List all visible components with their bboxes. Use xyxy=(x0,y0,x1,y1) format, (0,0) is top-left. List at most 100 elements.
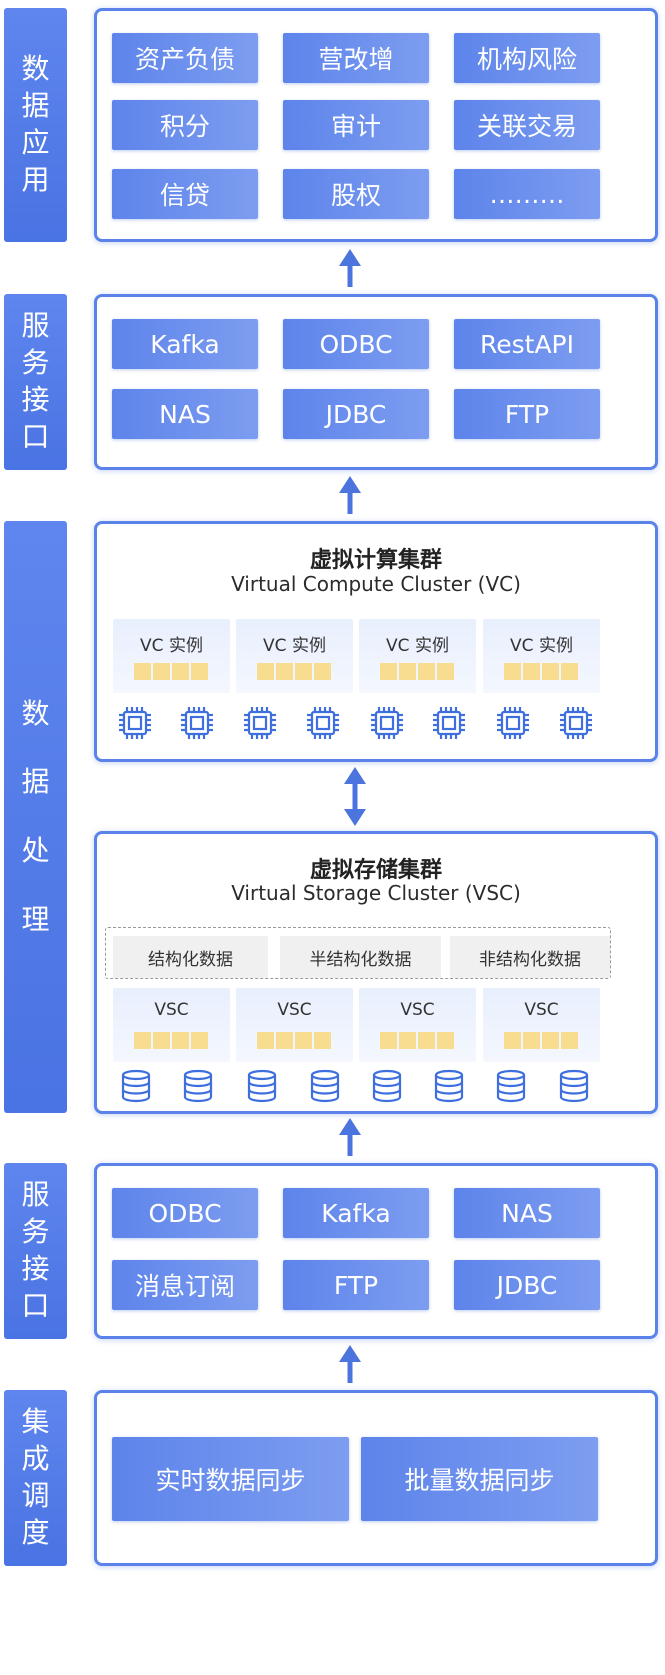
label-char: 集 xyxy=(21,1405,50,1439)
label-char: 口 xyxy=(21,1288,50,1322)
database-icon xyxy=(372,1069,402,1103)
vsc-instance: VSC xyxy=(359,988,476,1062)
app-item[interactable]: 资产负债 xyxy=(112,33,258,83)
resource-block xyxy=(295,1032,312,1049)
arrow-up-icon xyxy=(339,1345,361,1383)
app-item[interactable]: 关联交易 xyxy=(454,100,600,150)
sync-item[interactable]: 实时数据同步 xyxy=(112,1437,349,1521)
service-item[interactable]: NAS xyxy=(454,1188,600,1238)
service-item[interactable]: 消息订阅 xyxy=(112,1260,258,1310)
vc-instance: VC 实例 xyxy=(113,619,230,693)
label-char: 服 xyxy=(21,309,50,343)
vc-instance-label: VC 实例 xyxy=(386,636,449,656)
label-char: 度 xyxy=(21,1515,50,1549)
cpu-chip-icon xyxy=(307,707,339,739)
service-item[interactable]: Kafka xyxy=(112,319,258,369)
service-item[interactable]: ODBC xyxy=(112,1188,258,1238)
resource-block xyxy=(191,663,208,680)
cpu-chip-icon xyxy=(497,707,529,739)
layer-label-processing: 数 据 处 理 xyxy=(4,521,67,1113)
resource-block xyxy=(257,1032,274,1049)
sync-item[interactable]: 批量数据同步 xyxy=(361,1437,598,1521)
data-type-item: 结构化数据 xyxy=(113,936,268,978)
app-item[interactable]: 营改增 xyxy=(283,33,429,83)
resource-block xyxy=(399,663,416,680)
cpu-chip-icon xyxy=(371,707,403,739)
label-char: 接 xyxy=(21,1252,50,1285)
data-type-item: 半结构化数据 xyxy=(280,936,441,978)
app-item[interactable]: ……… xyxy=(454,169,600,219)
resource-block xyxy=(399,1032,416,1049)
database-icon xyxy=(247,1069,277,1103)
layer-label-scheduling: 集 成 调 度 xyxy=(4,1390,67,1566)
label-char: 调 xyxy=(21,1479,50,1512)
label-char: 务 xyxy=(21,1215,50,1249)
resource-block xyxy=(172,1032,189,1049)
vc-title-en: Virtual Compute Cluster (VC) xyxy=(231,572,521,596)
app-item[interactable]: 股权 xyxy=(283,169,429,219)
label-char: 接 xyxy=(21,383,50,416)
service-item[interactable]: RestAPI xyxy=(454,319,600,369)
arrow-up-icon xyxy=(339,249,361,287)
database-icon xyxy=(496,1069,526,1103)
service-item[interactable]: FTP xyxy=(454,389,600,439)
resource-block xyxy=(418,663,435,680)
app-item[interactable]: 机构风险 xyxy=(454,33,600,83)
service-item[interactable]: Kafka xyxy=(283,1188,429,1238)
resource-block xyxy=(295,663,312,680)
label-char: 据 xyxy=(21,765,50,799)
resource-block xyxy=(523,663,540,680)
cpu-chip-icon xyxy=(244,707,276,739)
resource-block xyxy=(314,1032,331,1049)
app-item[interactable]: 审计 xyxy=(283,100,429,150)
vc-panel: 虚拟计算集群 Virtual Compute Cluster (VC) VC 实… xyxy=(94,521,658,762)
vsc-instance: VSC xyxy=(113,988,230,1062)
vc-instance-label: VC 实例 xyxy=(140,636,203,656)
vc-instance-label: VC 实例 xyxy=(263,636,326,656)
label-char: 服 xyxy=(21,1178,50,1212)
layer-label-service-bottom: 服 务 接 口 xyxy=(4,1163,67,1339)
vsc-title-zh: 虚拟存储集群 xyxy=(309,858,442,883)
service-item[interactable]: ODBC xyxy=(283,319,429,369)
layer-label-data-app: 数 据 应 用 xyxy=(4,8,67,242)
service-item[interactable]: JDBC xyxy=(454,1260,600,1310)
data-app-panel: 资产负债 营改增 机构风险 积分 审计 关联交易 信贷 股权 ……… xyxy=(94,8,658,242)
label-char: 口 xyxy=(21,419,50,453)
resource-block xyxy=(276,1032,293,1049)
database-icon xyxy=(183,1069,213,1103)
resource-block xyxy=(153,1032,170,1049)
vsc-instance: VSC xyxy=(236,988,353,1062)
label-char: 理 xyxy=(21,902,50,936)
label-char: 数 xyxy=(21,696,50,730)
service-top-panel: Kafka ODBC RestAPI NAS JDBC FTP xyxy=(94,294,658,470)
resource-block xyxy=(276,663,293,680)
database-icon xyxy=(310,1069,340,1103)
label-char: 据 xyxy=(21,89,50,123)
arrow-up-icon xyxy=(339,1118,361,1156)
label-char: 应 xyxy=(21,126,50,159)
service-bottom-panel: ODBC Kafka NAS 消息订阅 FTP JDBC xyxy=(94,1163,658,1339)
resource-block xyxy=(380,1032,397,1049)
resource-block xyxy=(380,663,397,680)
label-char: 务 xyxy=(21,346,50,380)
vsc-instance: VSC xyxy=(483,988,600,1062)
vc-instance: VC 实例 xyxy=(236,619,353,693)
resource-block xyxy=(153,663,170,680)
label-char: 数 xyxy=(21,52,50,86)
cpu-chip-icon xyxy=(119,707,151,739)
vsc-instance-label: VSC xyxy=(524,1000,559,1020)
service-item[interactable]: JDBC xyxy=(283,389,429,439)
label-char: 处 xyxy=(21,834,50,867)
app-item[interactable]: 积分 xyxy=(112,100,258,150)
label-char: 成 xyxy=(21,1442,50,1476)
vc-instance: VC 实例 xyxy=(359,619,476,693)
resource-block xyxy=(191,1032,208,1049)
service-item[interactable]: NAS xyxy=(112,389,258,439)
resource-block xyxy=(437,1032,454,1049)
cpu-chip-icon xyxy=(181,707,213,739)
app-item[interactable]: 信贷 xyxy=(112,169,258,219)
service-item[interactable]: FTP xyxy=(283,1260,429,1310)
vc-instance-label: VC 实例 xyxy=(510,636,573,656)
vsc-instance-label: VSC xyxy=(400,1000,435,1020)
